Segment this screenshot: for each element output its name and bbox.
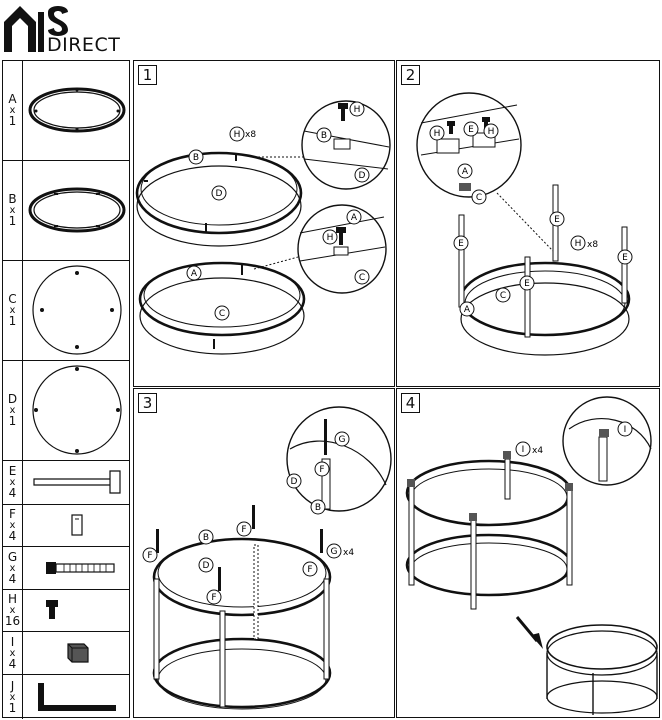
- svg-text:H: H: [434, 129, 441, 139]
- step-1-panel: 1 D B H x8 C A H B D A H C: [133, 60, 395, 387]
- brand-sub-text: DIRECT: [47, 34, 121, 56]
- callout-b: B: [193, 153, 199, 163]
- screw-h-icon: [24, 590, 129, 631]
- svg-text:F: F: [147, 551, 152, 561]
- svg-text:E: E: [622, 253, 628, 263]
- svg-text:B: B: [321, 131, 327, 141]
- frame-ring-b-icon: [24, 161, 129, 260]
- callout-count: x8: [587, 240, 598, 250]
- part-letter: A: [8, 92, 17, 106]
- part-letter: D: [7, 392, 18, 406]
- part-letter: J: [10, 678, 15, 693]
- glass-top-c-icon: [24, 261, 129, 360]
- step-4-panel: 4 I I x4: [396, 388, 660, 718]
- svg-text:F: F: [241, 525, 246, 535]
- part-letter: H: [7, 592, 18, 606]
- svg-text:G: G: [339, 435, 346, 445]
- part-qty: 4: [8, 571, 17, 586]
- callout-count: x8: [245, 130, 256, 140]
- callout-a: A: [191, 269, 198, 279]
- svg-text:F: F: [211, 593, 216, 603]
- callout-count: x4: [343, 548, 354, 558]
- part-letter: G: [7, 549, 18, 564]
- svg-text:F: F: [319, 465, 324, 475]
- bolt-g-icon: [24, 547, 129, 589]
- svg-text:C: C: [500, 291, 506, 301]
- svg-text:I: I: [522, 445, 525, 455]
- step-1-diagram: D B H x8 C A H B D A H C: [135, 100, 391, 355]
- step-number: 3: [138, 393, 157, 413]
- brand-logo-mark: [4, 6, 68, 52]
- svg-text:F: F: [307, 565, 312, 575]
- svg-text:D: D: [291, 477, 298, 487]
- svg-text:D: D: [359, 171, 366, 181]
- part-qty: 1: [8, 700, 17, 715]
- part-letter: I: [10, 634, 15, 649]
- svg-text:H: H: [488, 127, 495, 137]
- callout-h: H: [234, 130, 241, 140]
- svg-text:H: H: [327, 233, 334, 243]
- part-qty: 1: [8, 314, 17, 328]
- part-letter: C: [8, 292, 17, 306]
- step-4-diagram: I I x4: [405, 396, 658, 715]
- foot-cap-i-icon: [24, 632, 129, 674]
- svg-text:A: A: [464, 305, 471, 315]
- part-letter: E: [8, 464, 17, 478]
- svg-text:H: H: [575, 239, 582, 249]
- svg-text:I: I: [624, 425, 627, 435]
- svg-text:H: H: [354, 105, 361, 115]
- brand-logo: DIRECT: [2, 2, 120, 56]
- svg-text:C: C: [476, 193, 482, 203]
- part-qty: 1: [8, 214, 17, 228]
- part-qty: 4: [8, 486, 17, 500]
- svg-text:E: E: [524, 279, 530, 289]
- part-qty: 1: [8, 414, 17, 428]
- step-number: 1: [138, 65, 157, 85]
- svg-text:G: G: [331, 547, 338, 557]
- svg-text:E: E: [458, 239, 464, 249]
- svg-text:A: A: [351, 213, 358, 223]
- step-number: 4: [401, 393, 420, 413]
- part-letter: B: [8, 192, 17, 206]
- frame-ring-a-icon: [24, 61, 129, 160]
- part-letter: F: [9, 507, 16, 521]
- svg-text:E: E: [468, 125, 474, 135]
- callout-c: C: [219, 309, 225, 319]
- part-qty: 16: [4, 614, 21, 628]
- connector-f-icon: [24, 505, 129, 546]
- part-qty: 1: [8, 114, 17, 128]
- step-3-diagram: G F D B F F F F B D G x4: [142, 406, 392, 710]
- svg-text:E: E: [554, 215, 560, 225]
- svg-text:A: A: [462, 167, 469, 177]
- glass-top-d-icon: [24, 361, 129, 460]
- part-qty: 4: [8, 656, 17, 671]
- callout-count: x4: [532, 446, 543, 456]
- svg-text:C: C: [359, 273, 365, 283]
- step-2-panel: 2 H E H A C E E E E C A H x8: [396, 60, 660, 387]
- svg-text:D: D: [203, 561, 210, 571]
- part-qty: 4: [8, 529, 17, 543]
- step-3-panel: 3 G F D B F F F F B D G x4: [133, 388, 395, 718]
- svg-text:B: B: [315, 503, 321, 513]
- allen-key-j-icon: [24, 675, 129, 719]
- svg-text:B: B: [203, 533, 209, 543]
- step-number: 2: [401, 65, 420, 85]
- step-2-diagram: H E H A C E E E E C A H x8: [416, 92, 633, 356]
- callout-d: D: [216, 189, 223, 199]
- leg-e-icon: [24, 461, 129, 504]
